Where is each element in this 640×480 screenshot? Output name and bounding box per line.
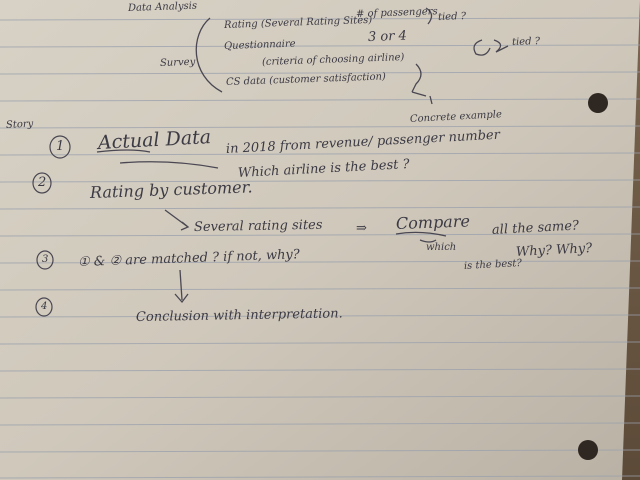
- which-link: [419, 239, 437, 243]
- arrow-head-conclusion: [174, 293, 189, 304]
- pen-strokes: [96, 7, 509, 304]
- header-three-or-four: 3 or 4: [367, 28, 408, 45]
- underline-rating: [119, 161, 219, 169]
- tied-arrow-2: [493, 39, 509, 53]
- arrow-head-rating: [180, 221, 190, 231]
- punch-hole-top: [588, 93, 608, 113]
- circle-3: [36, 250, 54, 270]
- item2-number: 2: [38, 175, 47, 190]
- header-tied-2: tied ?: [511, 36, 541, 48]
- circle-4: [35, 297, 53, 317]
- arrow-to-conclusion: [179, 269, 183, 301]
- item1-number: 1: [56, 139, 65, 154]
- item2-compare: Compare: [395, 211, 471, 233]
- header-survey: Survey: [159, 56, 196, 69]
- story-label: Story: [5, 118, 34, 131]
- circle-1: [49, 135, 71, 159]
- survey-brace: [195, 17, 223, 93]
- item2-which: which: [426, 242, 457, 253]
- item2-arrow: ⇒: [356, 221, 367, 236]
- underline-actual: [96, 149, 151, 153]
- item2-why: Why? Why?: [515, 241, 593, 260]
- item4-number: 4: [41, 301, 48, 312]
- underline-compare: [395, 231, 447, 237]
- item2-sites: Several rating sites: [193, 217, 323, 235]
- item3-number: 3: [42, 254, 49, 265]
- item4-text: Conclusion with interpretation.: [135, 306, 343, 325]
- cs-arrow: [411, 63, 427, 97]
- circle-2: [32, 172, 52, 194]
- cs-tick: [429, 95, 433, 105]
- punch-hole-bottom: [578, 440, 598, 460]
- tied-loop: [473, 39, 491, 56]
- tied-brace-1: [425, 7, 433, 25]
- ruled-lines: [0, 17, 640, 479]
- header-tied-1: tied ?: [437, 11, 467, 23]
- number-circles: [32, 135, 71, 317]
